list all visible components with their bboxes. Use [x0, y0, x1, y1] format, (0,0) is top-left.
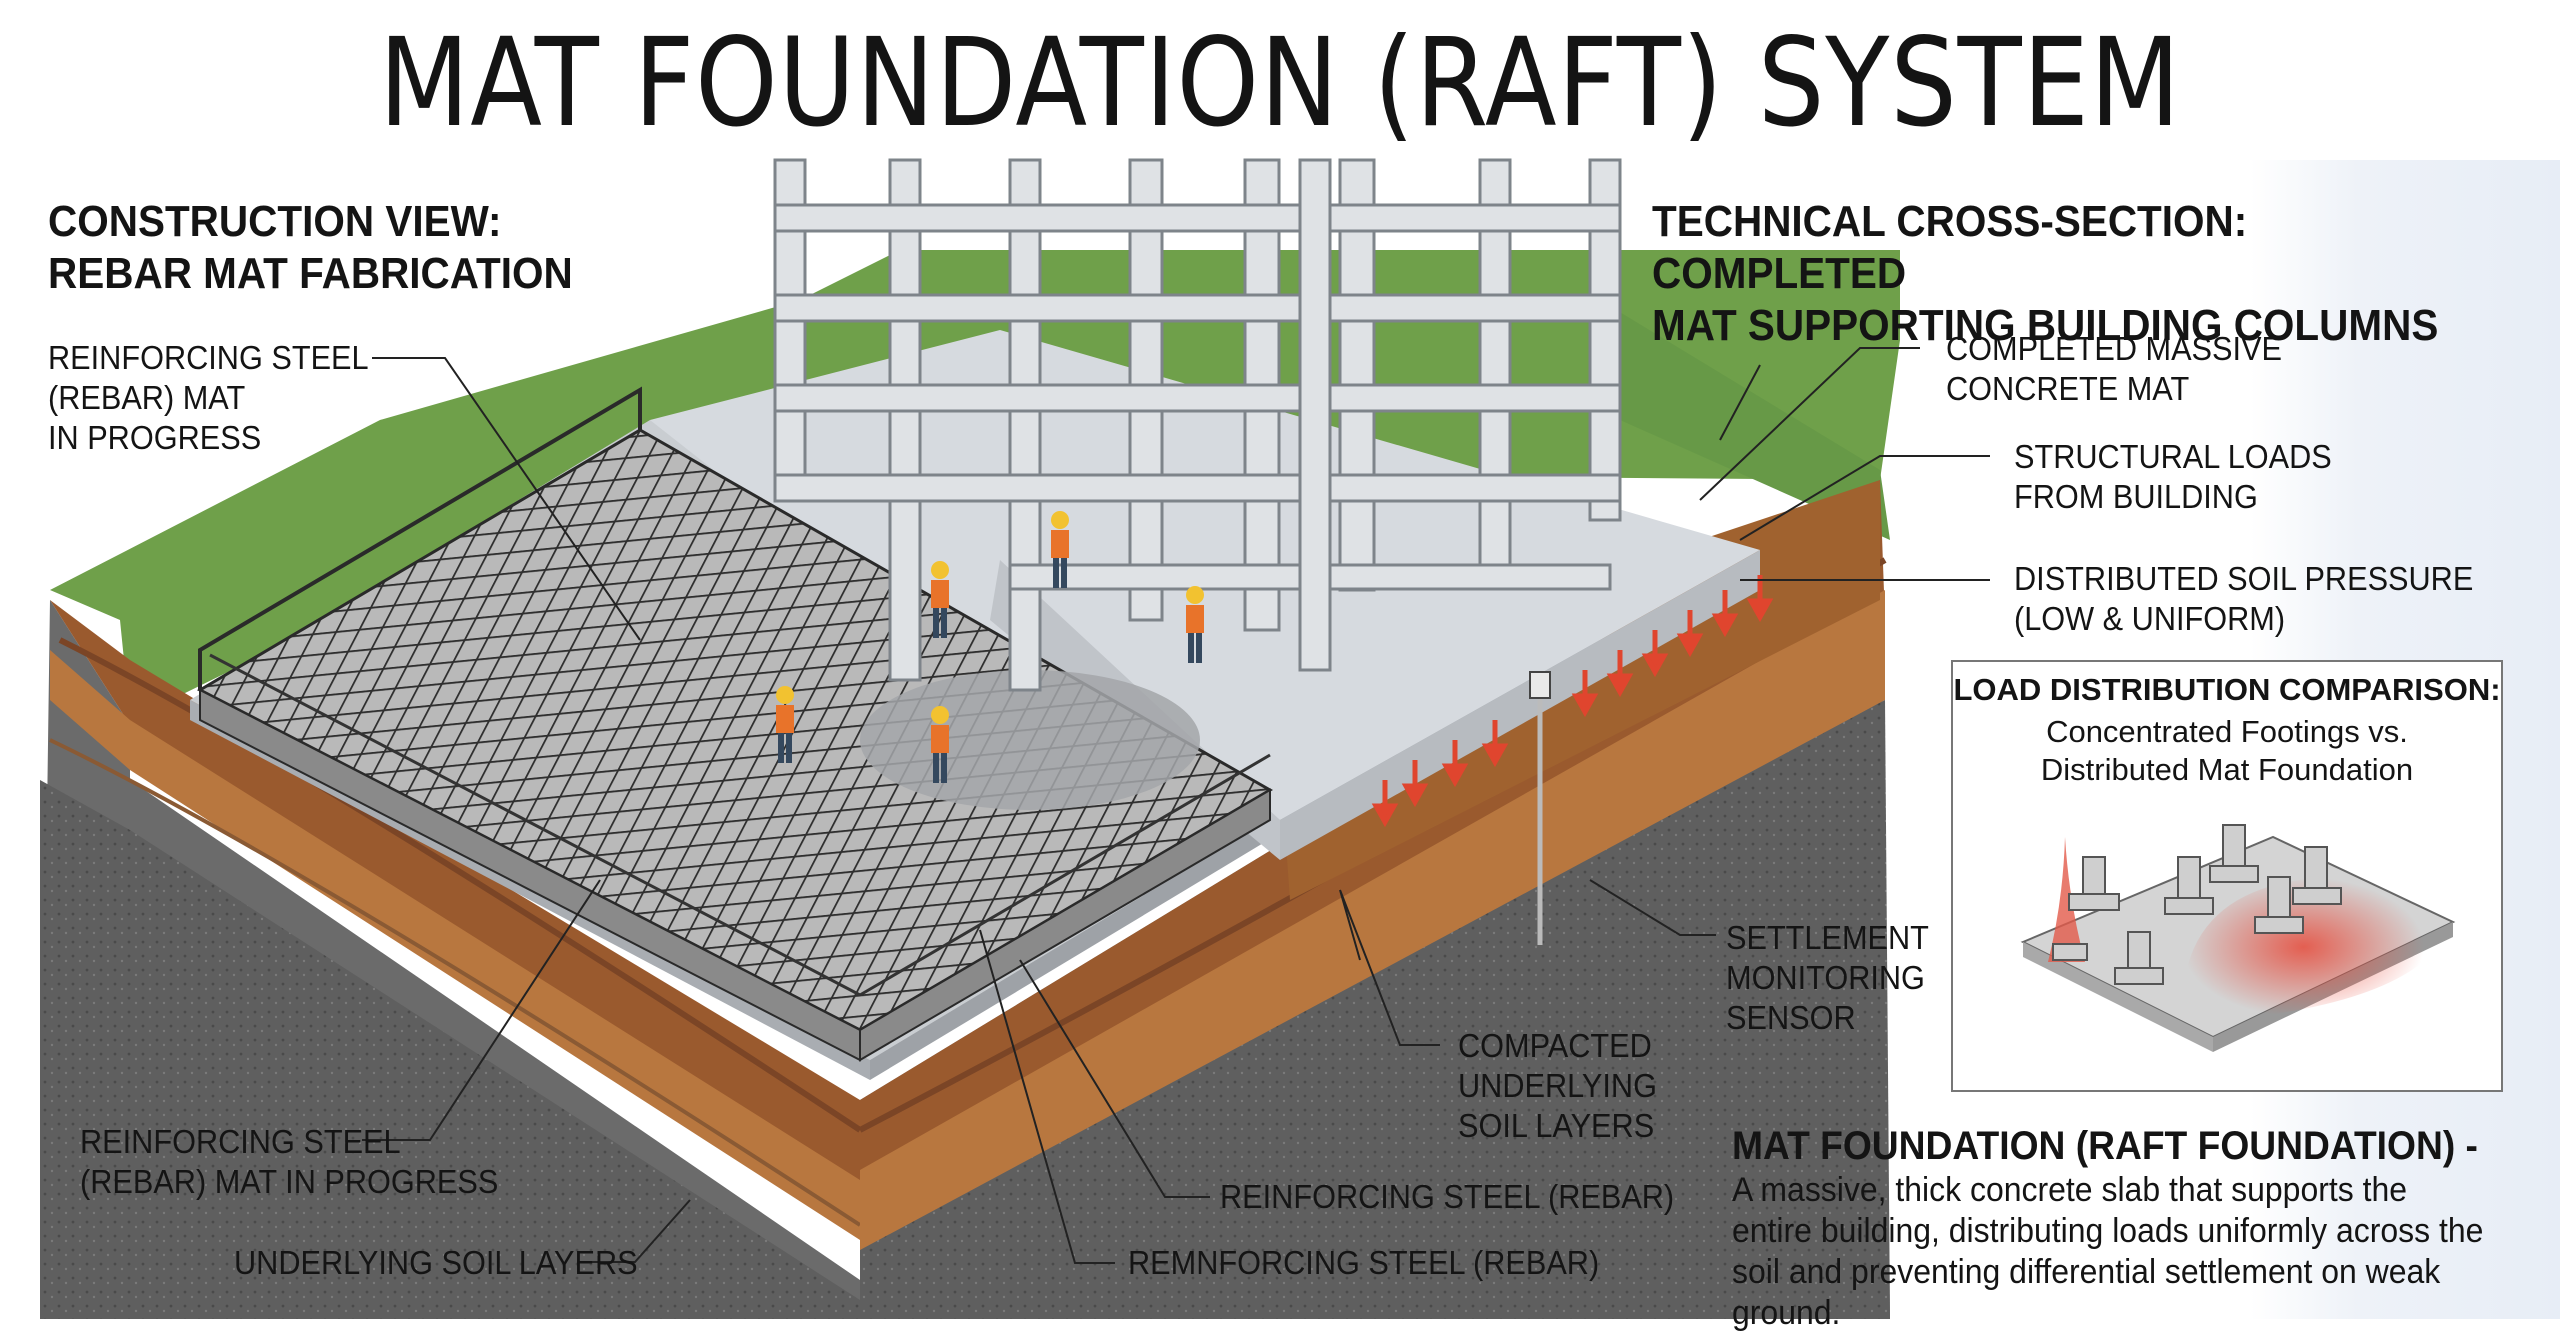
- inset-subtitle-line2: Distributed Mat Foundation: [2040, 752, 2414, 787]
- leader-lines: [362, 347, 1990, 1264]
- label-line: (LOW & UNIFORM): [2014, 600, 2286, 637]
- label-line: SOIL LAYERS: [1458, 1107, 1655, 1144]
- label-line: SENSOR: [1726, 999, 1856, 1036]
- inset-subtitle-line1: Concentrated Footings vs.: [2046, 714, 2408, 749]
- label-line: STRUCTURAL LOADS: [2014, 438, 2332, 475]
- rebar-mat: [196, 386, 1273, 1062]
- label-line: REINFORCING STEEL: [48, 339, 369, 376]
- settlement-sensor: [1529, 671, 1551, 945]
- label-soil-pressure: DISTRIBUTED SOIL PRESSURE (LOW & UNIFORM…: [2014, 559, 2473, 639]
- label-compacted-soil: COMPACTED UNDERLYING SOIL LAYERS: [1458, 1026, 1657, 1146]
- label-line: COMPACTED: [1458, 1027, 1652, 1064]
- definition-body: A massive, thick concrete slab that supp…: [1732, 1171, 2484, 1332]
- label-structural-loads: STRUCTURAL LOADS FROM BUILDING: [2014, 437, 2332, 517]
- cross-section-header-line2: MAT SUPPORTING BUILDING COLUMNS: [1652, 301, 2439, 350]
- label-line: REINFORCING STEEL: [80, 1123, 401, 1160]
- label-rebar-mat-bottom: REINFORCING STEEL (REBAR) MAT IN PROGRES…: [80, 1122, 498, 1202]
- label-line: (REBAR) MAT: [48, 379, 246, 416]
- label-line: UNDERLYING: [1458, 1067, 1657, 1104]
- cross-section-header: TECHNICAL CROSS-SECTION: COMPLETED MAT S…: [1652, 196, 2487, 352]
- label-underlying-soil: UNDERLYING SOIL LAYERS: [234, 1244, 638, 1281]
- workers: [776, 511, 1204, 783]
- inset-pressure-heatmap: [2183, 877, 2424, 1017]
- label-remnforcing-steel: REMNFORCING STEEL (REBAR): [1128, 1244, 1600, 1281]
- label-line: COMPLETED MASSIVE: [1946, 330, 2282, 367]
- construction-view-header: CONSTRUCTION VIEW: REBAR MAT FABRICATION: [48, 196, 573, 300]
- inset-diagram: [2020, 824, 2456, 1052]
- cross-section-header-line1: TECHNICAL CROSS-SECTION: COMPLETED: [1652, 197, 2248, 298]
- inset-column-stress-spike: [2048, 837, 2085, 962]
- label-line: CONCRETE MAT: [1946, 370, 2190, 407]
- label-settlement-sensor: SETTLEMENT MONITORING SENSOR: [1726, 918, 1929, 1038]
- label-line: FROM BUILDING: [2014, 478, 2258, 515]
- label-line: DISTRIBUTED SOIL PRESSURE: [2014, 560, 2474, 597]
- grass-surface: [50, 250, 1900, 720]
- label-reinforcing-steel: REINFORCING STEEL (REBAR): [1220, 1178, 1675, 1215]
- label-line: MONITORING: [1726, 959, 1925, 996]
- inset-title: LOAD DISTRIBUTION COMPARISON:: [1953, 672, 2501, 707]
- load-distribution-inset: LOAD DISTRIBUTION COMPARISON: Concentrat…: [1951, 660, 2503, 1092]
- construction-view-header-line2: REBAR MAT FABRICATION: [48, 249, 573, 298]
- label-rebar-mat-top: REINFORCING STEEL (REBAR) MAT IN PROGRES…: [48, 338, 369, 458]
- construction-view-header-line1: CONSTRUCTION VIEW:: [48, 197, 502, 246]
- label-line: SETTLEMENT: [1726, 919, 1929, 956]
- label-concrete-mat: COMPLETED MASSIVE CONCRETE MAT: [1946, 329, 2282, 409]
- label-line: (REBAR) MAT IN PROGRESS: [80, 1163, 499, 1200]
- soil-pressure-arrows: [1371, 575, 1774, 828]
- page-title: MAT FOUNDATION (RAFT) SYSTEM: [378, 12, 2182, 154]
- building-frame: [773, 158, 1622, 692]
- inset-footings: [2052, 824, 2342, 985]
- label-line: IN PROGRESS: [48, 419, 262, 456]
- definition-title: MAT FOUNDATION (RAFT FOUNDATION) -: [1732, 1124, 2478, 1168]
